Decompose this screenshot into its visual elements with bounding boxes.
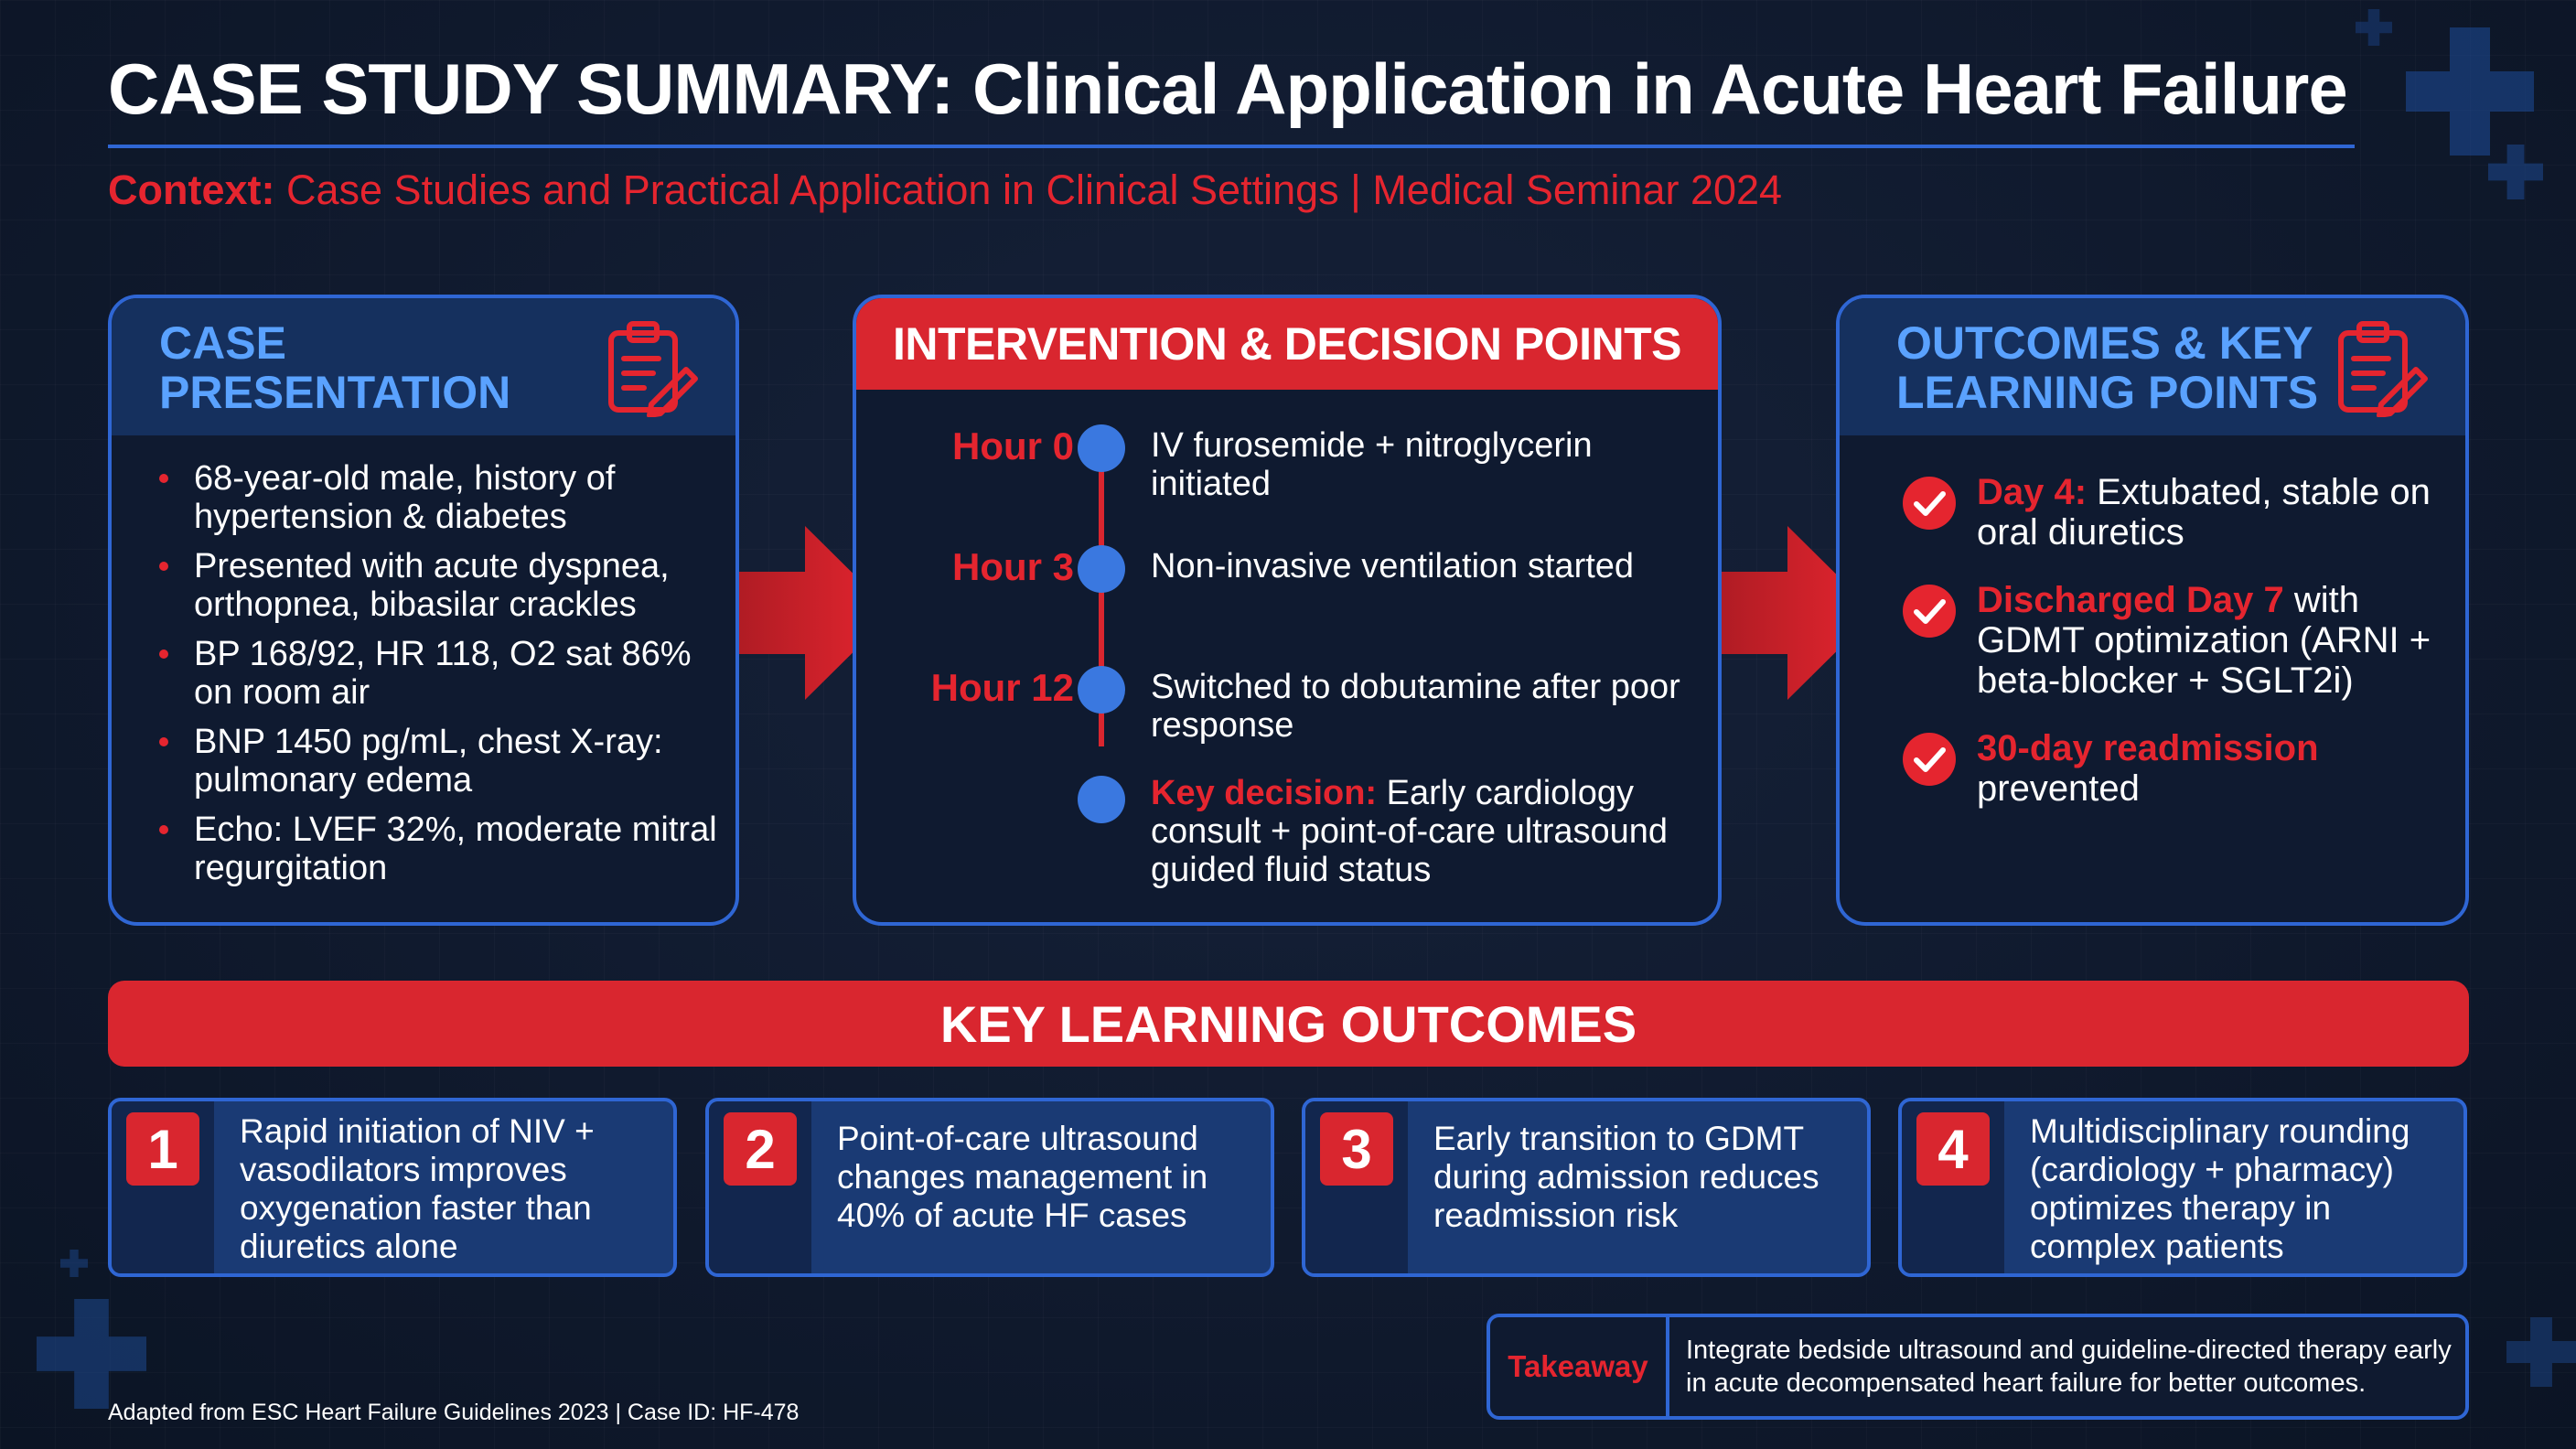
bullet-text: BP 168/92, HR 118, O2 sat 86% on room ai…	[194, 635, 692, 712]
card-text: Rapid initiation of NIV + vasodilators i…	[240, 1112, 595, 1265]
key-learning-title: KEY LEARNING OUTCOMES	[108, 981, 2469, 1067]
clipboard-pencil-icon	[608, 321, 698, 417]
medical-cross-icon	[2406, 27, 2534, 156]
check-circle-icon	[1903, 733, 1956, 786]
timeline-text: Non-invasive ventilation started	[1151, 547, 1635, 585]
case-title-line2: PRESENTATION	[159, 367, 511, 418]
card-number-badge: 4	[1916, 1112, 1990, 1186]
medical-cross-icon	[60, 1250, 88, 1277]
bullet-dot	[159, 474, 168, 483]
context-text: Case Studies and Practical Application i…	[286, 166, 1783, 213]
outcome-highlight: 30-day readmission	[1977, 728, 2319, 768]
medical-cross-icon	[2356, 9, 2392, 46]
context-line: Context: Case Studies and Practical Appl…	[108, 166, 1782, 214]
card-text: Point-of-care ultrasound changes managem…	[837, 1120, 1208, 1234]
outcomes-panel-title: OUTCOMES & KEY LEARNING POINTS	[1896, 318, 2318, 417]
timeline-node	[1078, 545, 1125, 593]
list-item: Presented with acute dyspnea, orthopnea,…	[159, 547, 717, 624]
title-divider	[108, 145, 2355, 148]
page-title: CASE STUDY SUMMARY: Clinical Application…	[108, 48, 2348, 129]
learning-card: 3 Early transition to GDMT during admiss…	[1302, 1098, 1871, 1277]
timeline-text: Switched to dobutamine after poor respon…	[1151, 668, 1680, 745]
outcomes-list: Day 4: Extubated, stable on oral diureti…	[1902, 472, 2451, 836]
check-circle-icon	[1903, 477, 1956, 530]
outcome-text: prevented	[1977, 768, 2140, 809]
outcome-text: Extubated, stable on oral diuretics	[1977, 472, 2431, 553]
bullet-text: Presented with acute dyspnea, orthopnea,…	[194, 547, 670, 624]
intervention-panel: INTERVENTION & DECISION POINTS Hour 0 IV…	[853, 295, 1722, 926]
bullet-dot	[159, 737, 168, 746]
outcomes-title-line2: LEARNING POINTS	[1896, 367, 2319, 418]
takeaway-box: Takeaway Integrate bedside ultrasound an…	[1487, 1314, 2469, 1420]
case-panel-header: CASE PRESENTATION	[112, 298, 735, 435]
card-text: Early transition to GDMT during admissio…	[1433, 1120, 1819, 1234]
list-item: Day 4: Extubated, stable on oral diureti…	[1902, 472, 2451, 553]
timeline-node	[1078, 666, 1125, 714]
arrow-right-icon	[1722, 526, 1875, 700]
takeaway-text: Integrate bedside ultrasound and guideli…	[1686, 1336, 2452, 1398]
card-number-badge: 3	[1320, 1112, 1393, 1186]
check-circle-icon	[1903, 585, 1956, 638]
list-item: Echo: LVEF 32%, moderate mitral regurgit…	[159, 810, 717, 887]
outcome-highlight: Discharged Day 7	[1977, 580, 2284, 620]
learning-card: 1 Rapid initiation of NIV + vasodilators…	[108, 1098, 677, 1277]
list-item: Discharged Day 7 with GDMT optimization …	[1902, 580, 2451, 701]
timeline-node	[1078, 776, 1125, 823]
case-presentation-panel: CASE PRESENTATION 68-year-old male, hist…	[108, 295, 739, 926]
outcomes-title-line1: OUTCOMES & KEY	[1896, 317, 2313, 369]
timeline-hour: Hour 0	[951, 424, 1074, 467]
outcomes-panel-header: OUTCOMES & KEY LEARNING POINTS	[1840, 298, 2465, 435]
card-number-badge: 2	[724, 1112, 797, 1186]
footer-source: Adapted from ESC Heart Failure Guideline…	[108, 1400, 800, 1425]
bullet-dot	[159, 649, 168, 659]
medical-cross-icon	[37, 1299, 146, 1409]
timeline-node	[1078, 424, 1125, 472]
outcomes-panel: OUTCOMES & KEY LEARNING POINTS Day 4: Ex…	[1836, 295, 2469, 926]
bullet-dot	[159, 562, 168, 571]
bullet-text: Echo: LVEF 32%, moderate mitral regurgit…	[194, 810, 717, 887]
learning-card: 4 Multidisciplinary rounding (cardiology…	[1898, 1098, 2467, 1277]
bullet-dot	[159, 825, 168, 834]
outcome-text: with GDMT optimization (ARNI + beta-bloc…	[1977, 580, 2431, 701]
case-bullet-list: 68-year-old male, history of hypertensio…	[112, 435, 735, 887]
key-decision-text: Early cardiology consult + point-of-care…	[1151, 774, 1669, 889]
intervention-panel-title: INTERVENTION & DECISION POINTS	[856, 298, 1718, 390]
medical-cross-icon	[2488, 145, 2543, 199]
timeline-hour: Hour 12	[930, 666, 1074, 709]
clipboard-pencil-icon	[2338, 321, 2428, 417]
outcome-highlight: Day 4:	[1977, 472, 2088, 512]
timeline-text: IV furosemide + nitroglycerin initiated	[1151, 426, 1593, 503]
learning-card: 2 Point-of-care ultrasound changes manag…	[705, 1098, 1274, 1277]
medical-cross-icon	[2506, 1317, 2576, 1387]
timeline-hour: Hour 3	[951, 545, 1074, 588]
key-decision-label: Key decision:	[1151, 774, 1378, 812]
arrow-right-icon	[739, 526, 893, 700]
context-label: Context:	[108, 166, 275, 213]
list-item: 68-year-old male, history of hypertensio…	[159, 459, 717, 536]
takeaway-label: Takeaway	[1490, 1317, 1669, 1416]
timeline-text: Key decision: Early cardiology consult +…	[1151, 774, 1681, 889]
bullet-text: 68-year-old male, history of hypertensio…	[194, 459, 616, 536]
bullet-text: BNP 1450 pg/mL, chest X-ray: pulmonary e…	[194, 723, 663, 800]
case-panel-title: CASE PRESENTATION	[159, 318, 510, 417]
card-text: Multidisciplinary rounding (cardiology +…	[2030, 1112, 2410, 1265]
list-item: BP 168/92, HR 118, O2 sat 86% on room ai…	[159, 635, 717, 712]
card-number-badge: 1	[126, 1112, 199, 1186]
case-title-line1: CASE	[159, 317, 286, 369]
list-item: 30-day readmission prevented	[1902, 728, 2451, 809]
list-item: BNP 1450 pg/mL, chest X-ray: pulmonary e…	[159, 723, 717, 800]
